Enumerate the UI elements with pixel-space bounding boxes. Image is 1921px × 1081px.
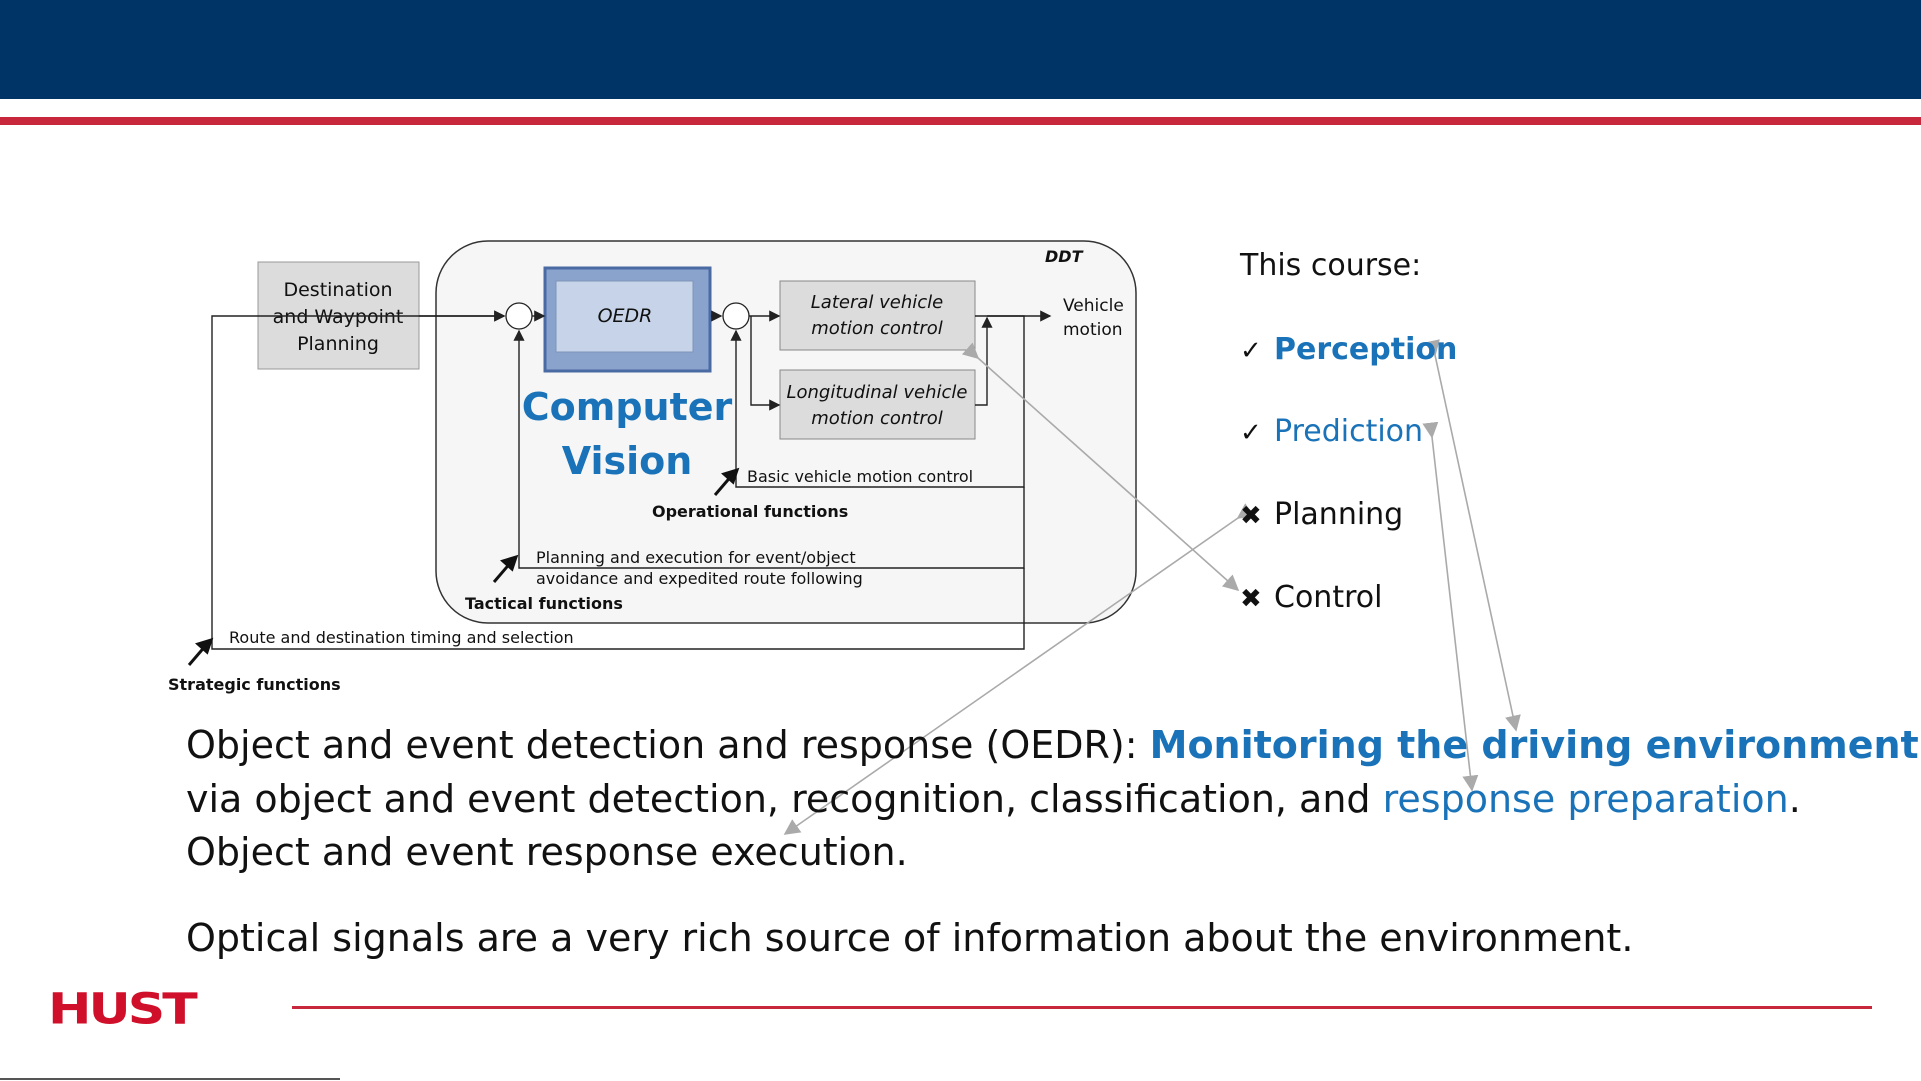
vehicle-motion-2: motion <box>1063 320 1123 340</box>
optical-signals-line: Optical signals are a very rich source o… <box>186 916 1634 960</box>
oedr-definition-line-3: Object and event response execution. <box>186 830 908 874</box>
course-item-label: Control <box>1274 580 1383 615</box>
highlight-response-preparation: response preparation <box>1382 777 1789 821</box>
course-list: This course: ✓ Perception ✓ Prediction ✖ Pl… <box>1240 248 1640 615</box>
planning-exec-2: avoidance and expedited route following <box>536 569 863 588</box>
lateral-text-2: motion control <box>811 318 943 339</box>
destination-text-2: and Waypoint <box>273 306 404 328</box>
oedr-label: OEDR <box>598 305 653 327</box>
text-segment: Object and event detection and response … <box>186 723 1150 767</box>
basic-control-label: Basic vehicle motion control <box>747 467 973 486</box>
course-item-planning: ✖ Planning <box>1240 497 1403 532</box>
footer-line <box>292 1006 1872 1009</box>
strategic-label: Strategic functions <box>168 675 341 694</box>
destination-text-3: Planning <box>297 333 379 355</box>
course-item-prediction: ✓ Prediction <box>1240 414 1423 449</box>
junction-2 <box>722 302 750 330</box>
check-icon: ✓ <box>1240 418 1262 448</box>
course-item-label: Perception <box>1274 332 1458 367</box>
longitudinal-text-1: Longitudinal vehicle <box>786 382 967 403</box>
oedr-definition-line-1: Object and event detection and response … <box>186 719 1919 772</box>
ddt-label: DDT <box>1045 247 1084 266</box>
lateral-box <box>779 280 976 351</box>
hust-logo: HUST <box>48 985 198 1035</box>
check-icon: ✓ <box>1240 336 1262 366</box>
pointer-arrows <box>187 467 740 666</box>
route-timing-label: Route and destination timing and selecti… <box>229 628 574 647</box>
header-accent-line <box>0 117 1921 125</box>
lateral-text-1: Lateral vehicle <box>811 292 943 313</box>
junction-1 <box>505 302 533 330</box>
oedr-definition-line-2: via object and event detection, recognit… <box>186 773 1886 826</box>
planning-exec-1: Planning and execution for event/object <box>536 548 856 567</box>
vehicle-motion-1: Vehicle <box>1063 296 1124 316</box>
longitudinal-text-2: motion control <box>811 408 943 429</box>
computer-vision-line-2: Vision <box>562 439 693 483</box>
highlight-monitoring: Monitoring the driving environment <box>1149 723 1919 767</box>
computer-vision-line-1: Computer <box>522 385 733 429</box>
cross-icon: ✖ <box>1240 501 1262 531</box>
oedr-inner-box <box>555 280 694 353</box>
destination-text-1: Destination <box>283 279 392 301</box>
cross-icon: ✖ <box>1240 584 1262 614</box>
operational-label: Operational functions <box>652 502 848 521</box>
course-item-perception: ✓ Perception <box>1240 332 1457 367</box>
header-band <box>0 0 1921 99</box>
text-segment: via object and event detection, recognit… <box>186 777 1383 821</box>
tactical-label: Tactical functions <box>465 594 623 613</box>
course-title: This course: <box>1240 248 1422 283</box>
course-item-label: Planning <box>1274 497 1404 532</box>
course-item-control: ✖ Control <box>1240 580 1382 615</box>
text-segment: . <box>1788 777 1801 821</box>
course-item-label: Prediction <box>1274 414 1424 449</box>
bottom-fragment-line <box>0 1078 340 1080</box>
connector-arrows <box>783 339 1521 835</box>
